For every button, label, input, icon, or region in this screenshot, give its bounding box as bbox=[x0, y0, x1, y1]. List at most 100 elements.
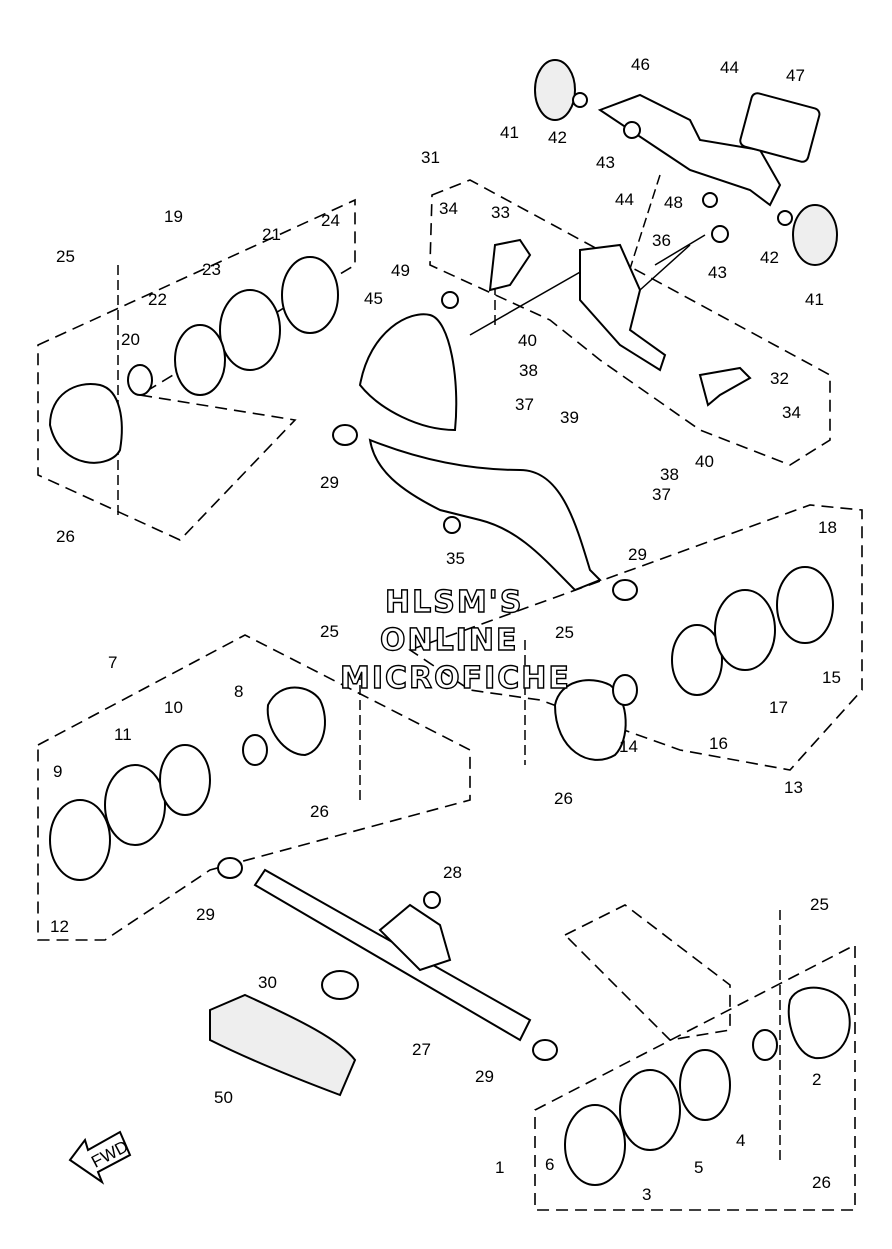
outline-13 bbox=[408, 504, 863, 771]
watermark-line3: MICROFICHE bbox=[340, 661, 571, 696]
turn-signal-7 bbox=[49, 686, 326, 881]
nut-49 bbox=[441, 291, 459, 309]
callout: 33 bbox=[491, 203, 510, 222]
housing-13 bbox=[553, 679, 627, 761]
outline-harness bbox=[563, 904, 731, 1041]
reflector-41b bbox=[792, 204, 838, 266]
callouts: 1 2 3 4 5 6 7 8 9 10 11 12 13 14 15 16 1… bbox=[50, 55, 841, 1204]
bulb-2 bbox=[752, 1029, 778, 1061]
mudflap-45 bbox=[358, 313, 458, 432]
callout: 20 bbox=[121, 330, 140, 349]
callout: 2 bbox=[812, 1070, 821, 1089]
turn-signal-13 bbox=[553, 566, 834, 761]
bulb-8 bbox=[242, 734, 268, 766]
callout: 11 bbox=[114, 725, 132, 744]
callout: 42 bbox=[760, 248, 779, 267]
gasket-16 bbox=[671, 624, 723, 696]
callout: 32 bbox=[770, 369, 789, 388]
callout: 36 bbox=[652, 231, 671, 250]
callout: 39 bbox=[560, 408, 579, 427]
gasket-22 bbox=[174, 324, 226, 396]
callout: 26 bbox=[56, 527, 75, 546]
callout: 18 bbox=[818, 518, 837, 537]
lens-15 bbox=[776, 566, 834, 644]
callout: 1 bbox=[495, 1158, 504, 1177]
nut-43b bbox=[711, 225, 729, 243]
callout: 38 bbox=[519, 361, 538, 380]
rim-5 bbox=[619, 1069, 681, 1151]
washer-42b bbox=[777, 210, 793, 226]
housing-19 bbox=[48, 383, 123, 464]
callout: 14 bbox=[619, 737, 638, 756]
crossmember bbox=[368, 438, 602, 592]
callout: 12 bbox=[50, 917, 69, 936]
callout: 37 bbox=[652, 485, 671, 504]
callout: 29 bbox=[475, 1067, 494, 1086]
watermark: HLSM'S ONLINE MICROFICHE bbox=[339, 584, 571, 696]
license-bracket-31 bbox=[579, 243, 667, 372]
callout: 29 bbox=[196, 905, 215, 924]
callout: 15 bbox=[822, 668, 841, 687]
callout: 27 bbox=[412, 1040, 431, 1059]
callout: 41 bbox=[805, 290, 824, 309]
callout: 28 bbox=[443, 863, 462, 882]
callout: 29 bbox=[320, 473, 339, 492]
reflector-41a bbox=[534, 59, 576, 121]
bolt-28 bbox=[423, 891, 441, 909]
stay-33 bbox=[488, 238, 532, 292]
callout: 9 bbox=[53, 762, 62, 781]
callout: 41 bbox=[500, 123, 519, 142]
callout: 30 bbox=[258, 973, 277, 992]
callout: 10 bbox=[164, 698, 183, 717]
callout: 21 bbox=[262, 225, 281, 244]
grommet-29b bbox=[532, 1039, 558, 1061]
callout: 40 bbox=[695, 452, 714, 471]
callout: 25 bbox=[56, 247, 75, 266]
callout: 38 bbox=[660, 465, 679, 484]
fender-bracket-assembly bbox=[358, 59, 838, 592]
grommet-29d bbox=[612, 579, 638, 601]
callout: 34 bbox=[782, 403, 801, 422]
rim-17 bbox=[714, 589, 776, 671]
lens-21 bbox=[281, 256, 339, 334]
callout: 6 bbox=[545, 1155, 554, 1174]
callout: 46 bbox=[631, 55, 650, 74]
gasket-4 bbox=[679, 1049, 731, 1121]
nut-48 bbox=[702, 192, 718, 208]
nut-43a bbox=[623, 121, 641, 139]
fwd-arrow: FWD bbox=[68, 1130, 131, 1185]
tube-27 bbox=[253, 868, 532, 1042]
grommet-29a bbox=[217, 857, 243, 879]
callout: 31 bbox=[421, 148, 440, 167]
bracket-46 bbox=[597, 93, 782, 207]
housing-1 bbox=[787, 986, 851, 1060]
outline-19 bbox=[37, 198, 356, 541]
callout: 49 bbox=[391, 261, 410, 280]
housing-7 bbox=[266, 686, 326, 757]
washer-42a bbox=[572, 92, 588, 108]
callout: 26 bbox=[812, 1173, 831, 1192]
callout: 13 bbox=[784, 778, 803, 797]
callout: 22 bbox=[148, 290, 167, 309]
callout: 24 bbox=[321, 211, 340, 230]
tube-assembly bbox=[209, 424, 638, 1097]
callout: 26 bbox=[554, 789, 573, 808]
rim-11 bbox=[104, 764, 166, 846]
callout: 25 bbox=[555, 623, 574, 642]
outline-31 bbox=[429, 179, 831, 466]
rim-23 bbox=[219, 289, 281, 371]
callout: 26 bbox=[310, 802, 329, 821]
reflector-mount-47 bbox=[739, 92, 821, 163]
watermark-line2: ONLINE bbox=[380, 623, 519, 658]
gasket-10 bbox=[159, 744, 211, 816]
callout: 35 bbox=[446, 549, 465, 568]
clamp-bracket bbox=[378, 903, 452, 972]
callout: 50 bbox=[214, 1088, 233, 1107]
callout: 43 bbox=[596, 153, 615, 172]
turn-signal-19 bbox=[48, 256, 339, 464]
outline-7 bbox=[37, 634, 471, 941]
callout: 47 bbox=[786, 66, 805, 85]
callout: 19 bbox=[164, 207, 183, 226]
callout: 16 bbox=[709, 734, 728, 753]
callout: 45 bbox=[364, 289, 383, 308]
